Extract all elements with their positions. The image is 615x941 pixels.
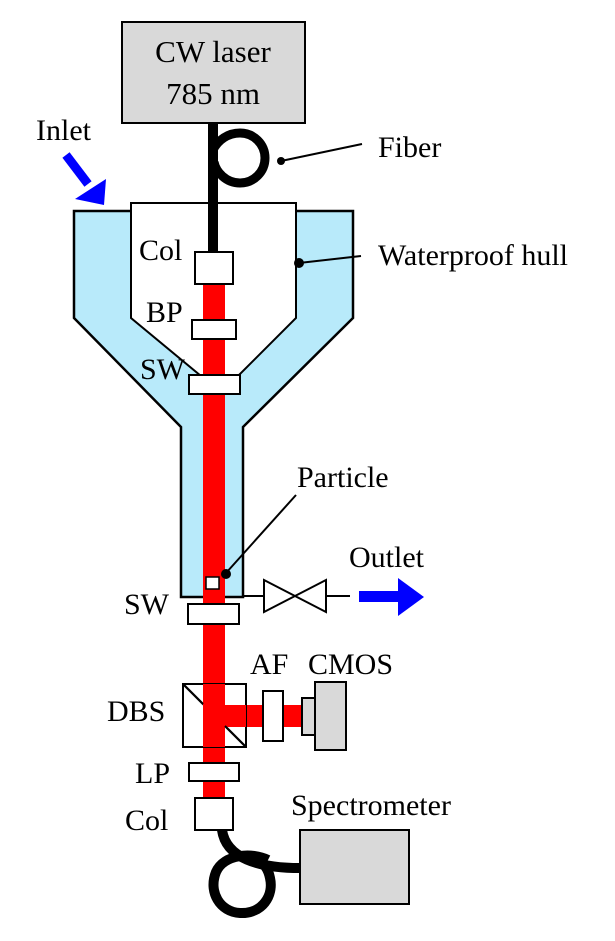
lp-label: LP [135,757,170,790]
cmos-camera-icon [301,681,347,751]
sw-bottom-label: SW [124,588,170,621]
laser-beam-through-dbs [203,684,225,747]
collimator-bottom [194,797,234,831]
particle [205,576,220,590]
particle-pointer-line [225,494,297,574]
hull-pointer-line [298,255,362,264]
fiber-loop-top-icon [208,128,270,188]
fiber-pointer-dot [277,157,285,165]
dbs-diagonal-lower [224,725,247,748]
hull-pointer-dot [294,258,304,268]
dbs-diagonal-upper [182,683,204,705]
fiber-label: Fiber [378,131,441,164]
collimator-top [194,251,234,285]
sapphire-window-bottom [187,603,240,625]
dbs-label: DBS [107,695,165,728]
spectrometer-label: Spectrometer [291,789,451,822]
fiber-pointer-line [280,143,363,162]
longpass-filter [188,762,240,782]
cmos-label: CMOS [308,648,393,681]
laser-label-line1: CW laser [155,34,271,69]
sw-top-label: SW [140,353,186,386]
laser-beam-reflected [225,705,246,727]
spectrometer-box [299,829,410,905]
laser-label-line2: 785 nm [166,76,260,111]
fiber-loop-bottom-icon [208,850,276,918]
outlet-valve-icon [243,578,350,614]
waterproof-hull-label: Waterproof hull [378,239,568,272]
cw-laser-box [121,21,306,124]
sapphire-window-top [188,374,241,395]
particle-pointer-dot [221,569,231,579]
outlet-label: Outlet [349,541,425,574]
inlet-label: Inlet [36,114,92,147]
bp-label: BP [146,296,183,329]
af-label: AF [250,648,288,681]
inlet-arrow-icon [62,152,106,205]
absorption-filter [262,690,284,742]
col-top-label: Col [139,234,182,267]
particle-label: Particle [297,461,389,494]
outlet-arrow-icon [359,578,424,616]
bandpass-filter [191,319,237,340]
col-bottom-label: Col [125,804,168,837]
laser-beam-vertical [203,284,225,799]
